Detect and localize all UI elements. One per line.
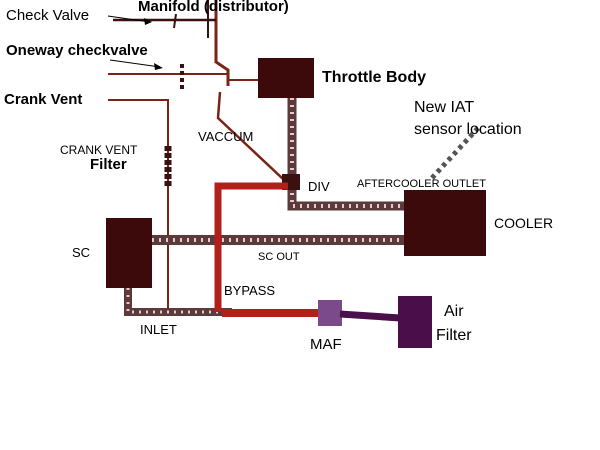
div-label: DIV [308,179,330,194]
air-filter-label-line1: Air [444,303,464,320]
manifold-label: Manifold (distributor) [138,0,289,15]
oneway-checkvalve-label: Oneway checkvalve [6,42,148,59]
maf-to-filter-pipe [339,310,401,322]
check-valve-marker [173,13,177,29]
iat-location-pointer [430,126,480,180]
oneway-checkvalve-arrowhead [154,63,163,70]
oneway-checkvalve-arrow [109,59,161,68]
throttle-body [258,58,314,98]
sc-supercharger [106,218,152,288]
crank-vent-filter-label-line1: CRANK VENT [60,143,138,157]
new-iat-label-line1: New IAT [414,99,475,116]
cooler [404,190,486,256]
bypass-label: BYPASS [224,283,276,298]
air-filter-label-line2: Filter [436,327,472,344]
cooler-label: COOLER [494,215,554,231]
maf-label: MAF [310,336,342,353]
check-valve-arrowhead [144,18,152,25]
crank-vent-filter-label-line2: Filter [90,156,127,173]
maf-sensor [318,300,342,326]
inlet-label: INLET [140,322,177,337]
bypass-pipe [214,182,288,312]
check-valve-arrow [107,15,151,23]
check-valve-label: Check Valve [6,7,90,24]
air-filter [398,296,432,348]
sc-label: SC [72,245,91,260]
aftercooler-outlet-label: AFTERCOOLER OUTLET [357,178,486,190]
manifold-trunk [214,0,230,86]
vaccum-label: VACCUM [198,129,254,144]
div-to-cooler-tube [287,186,406,211]
new-iat-label-line2: sensor location [414,121,522,138]
sc-out-label: SC OUT [258,251,300,263]
throttle-body-label: Throttle Body [322,69,426,86]
crank-vent-label: Crank Vent [4,91,83,108]
sc-inlet-dots [126,288,232,314]
